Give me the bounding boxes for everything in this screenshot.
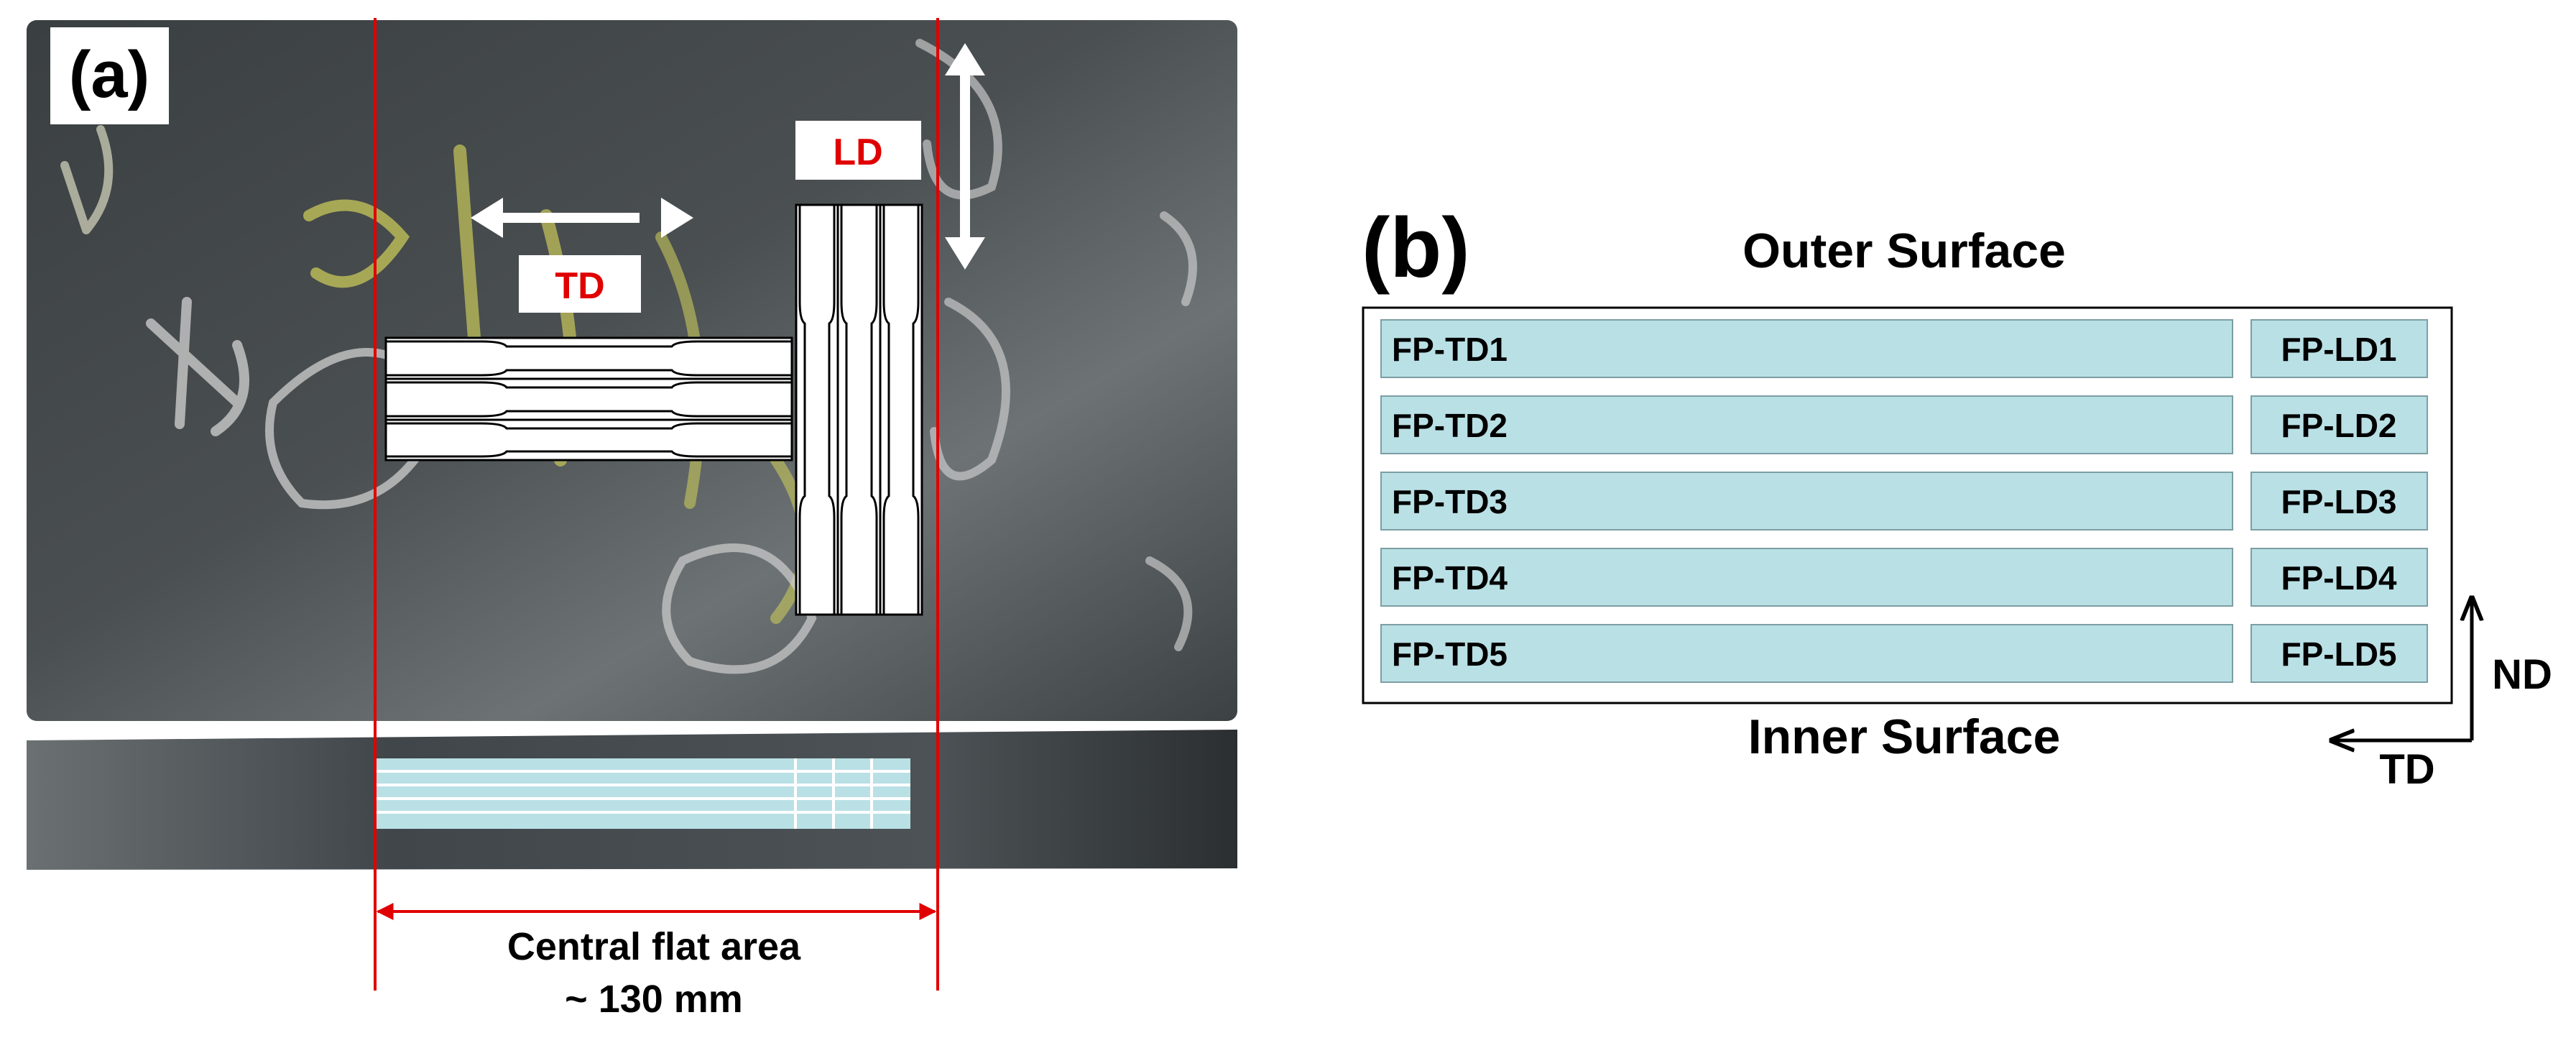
inner-surface-label: Inner Surface bbox=[1748, 709, 2061, 764]
ld-label-box bbox=[795, 121, 921, 180]
ld-specimen-label-5: FP-LD5 bbox=[2281, 635, 2397, 673]
ld-specimen-3 bbox=[2250, 472, 2428, 531]
td-specimen-1 bbox=[1380, 319, 2233, 378]
ld-specimen-label-2: FP-LD2 bbox=[2281, 407, 2397, 444]
panel-a: (a) bbox=[27, 18, 1237, 1021]
td-specimen-label-4: FP-TD4 bbox=[1392, 559, 1508, 597]
td-specimen-3 bbox=[1380, 472, 2233, 531]
flat-area-annotation-line1: Central flat area bbox=[507, 925, 801, 968]
td-specimen-2 bbox=[1380, 395, 2233, 454]
flat-area-annotation-line2: ~ 130 mm bbox=[565, 978, 743, 1021]
ld-specimen-5 bbox=[2250, 624, 2428, 683]
ld-direction-arrow bbox=[945, 43, 985, 270]
ld-specimen-4 bbox=[2250, 548, 2428, 607]
ld-specimens-drawing bbox=[795, 203, 923, 616]
ld-specimen-label-1: FP-LD1 bbox=[2281, 331, 2397, 368]
td-specimen-4 bbox=[1380, 548, 2233, 607]
panel-b: (b) Outer Surface FP-TD1FP-TD2FP-TD3FP-T… bbox=[1362, 201, 2552, 793]
td-direction-arrow bbox=[471, 198, 693, 238]
ld-specimen-label-4: FP-LD4 bbox=[2281, 559, 2397, 597]
outer-surface-label: Outer Surface bbox=[1742, 224, 2066, 278]
ld-label: LD bbox=[833, 132, 882, 173]
ld-specimen-label-3: FP-LD3 bbox=[2281, 483, 2397, 520]
td-label: TD bbox=[555, 265, 604, 307]
td-label-box bbox=[519, 255, 641, 313]
panel-b-label: (b) bbox=[1362, 201, 1470, 295]
td-specimen-5 bbox=[1380, 624, 2233, 683]
td-specimen-label-5: FP-TD5 bbox=[1392, 635, 1508, 673]
ld-specimen-1 bbox=[2250, 319, 2428, 378]
td-specimen-label-1: FP-TD1 bbox=[1392, 331, 1508, 368]
td-specimen-label-2: FP-TD2 bbox=[1392, 407, 1508, 444]
ld-specimen-2 bbox=[2250, 395, 2428, 454]
panel-a-label: (a) bbox=[69, 38, 149, 111]
axis-nd-label: ND bbox=[2492, 651, 2552, 698]
td-specimen-label-3: FP-TD3 bbox=[1392, 483, 1508, 520]
td-specimens-drawing bbox=[384, 336, 793, 461]
axis-td-label: TD bbox=[2379, 746, 2434, 793]
edge-specimen-layers bbox=[375, 758, 910, 829]
axis-indicator: ND TD bbox=[2332, 598, 2552, 793]
panel-a-label-box bbox=[50, 27, 169, 124]
